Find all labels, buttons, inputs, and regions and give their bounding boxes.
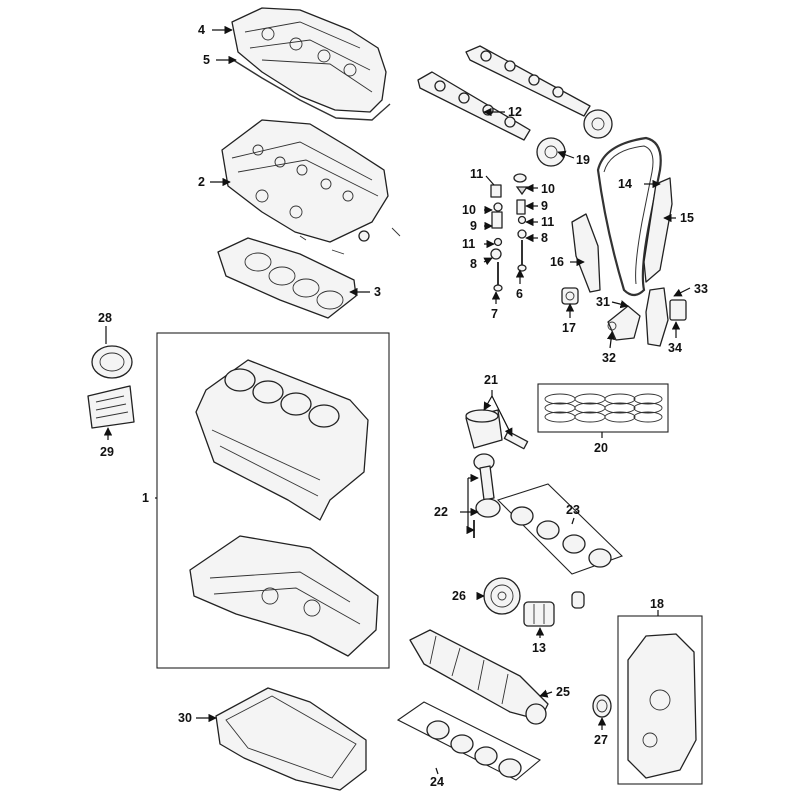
cam-sprocket [536, 109, 613, 167]
seal-retainer-plate [87, 385, 135, 429]
crankshaft [409, 629, 549, 725]
head-cover-gasket [229, 57, 391, 121]
crank-sprocket-assembly [607, 287, 687, 347]
leader-lines [103, 25, 691, 775]
callout-34: 34 [668, 341, 682, 355]
callout-21: 21 [484, 373, 498, 387]
callout-16: 16 [550, 255, 564, 269]
callout-32: 32 [602, 351, 616, 365]
callout-11b: 11 [541, 215, 554, 229]
callout-3: 3 [374, 285, 381, 299]
callout-17: 17 [562, 321, 576, 335]
callout-11a: 11 [470, 167, 483, 181]
crankshaft-pulley [483, 577, 521, 615]
callout-30: 30 [178, 711, 192, 725]
callout-9a: 9 [541, 199, 548, 213]
callout-28: 28 [98, 311, 112, 325]
callout-11c: 11 [462, 237, 475, 251]
callout-13: 13 [532, 641, 546, 655]
callout-14: 14 [618, 177, 632, 191]
timing-cover [627, 633, 697, 779]
callout-9b: 9 [470, 219, 477, 233]
callout-31: 31 [596, 295, 610, 309]
callout-27: 27 [594, 733, 608, 747]
main-bearings [426, 720, 522, 778]
chain-tensioner-arm [571, 213, 601, 293]
callout-8b: 8 [470, 257, 477, 271]
callout-labels: 1 2 3 4 5 6 7 8 8 9 9 10 10 11 11 11 12 … [98, 23, 708, 789]
timing-cover-frame [617, 615, 703, 785]
timing-chain [596, 136, 662, 297]
piston [465, 409, 529, 450]
piston-rings [544, 393, 663, 423]
callout-23: 23 [566, 503, 580, 517]
callout-18: 18 [650, 597, 664, 611]
callout-15: 15 [680, 211, 694, 225]
connecting-rod [473, 453, 501, 538]
piston-ring-set-frame [537, 383, 669, 433]
front-oil-seal [592, 694, 612, 718]
callout-4: 4 [198, 23, 205, 37]
callout-2: 2 [198, 175, 205, 189]
cylinder-head [221, 119, 401, 255]
chain-guide-right [643, 177, 673, 283]
cylinder-head-cover [231, 7, 387, 113]
callout-10a: 10 [541, 182, 555, 196]
rod-bearings [510, 506, 612, 568]
engine-block [195, 359, 369, 521]
callout-6: 6 [516, 287, 523, 301]
callout-1: 1 [142, 491, 149, 505]
head-gasket [217, 237, 357, 319]
valve-train-parts [490, 173, 529, 292]
rod-bearing-frame [496, 483, 624, 575]
lower-crankcase [189, 535, 379, 657]
callout-20: 20 [594, 441, 608, 455]
rear-oil-seal [91, 345, 133, 379]
callout-12: 12 [508, 105, 522, 119]
callout-29: 29 [100, 445, 114, 459]
callout-25: 25 [556, 685, 570, 699]
oil-pan [215, 687, 367, 791]
callout-8a: 8 [541, 231, 548, 245]
callout-10b: 10 [462, 203, 476, 217]
camshafts [417, 45, 591, 141]
crankshaft-gear [523, 591, 585, 627]
callout-7: 7 [491, 307, 498, 321]
callout-33: 33 [694, 282, 708, 296]
callout-5: 5 [203, 53, 210, 67]
callout-24: 24 [430, 775, 444, 789]
callout-22: 22 [434, 505, 448, 519]
short-block-frame [156, 332, 390, 669]
chain-tensioner [561, 287, 579, 305]
callout-26: 26 [452, 589, 466, 603]
callout-19: 19 [576, 153, 590, 167]
